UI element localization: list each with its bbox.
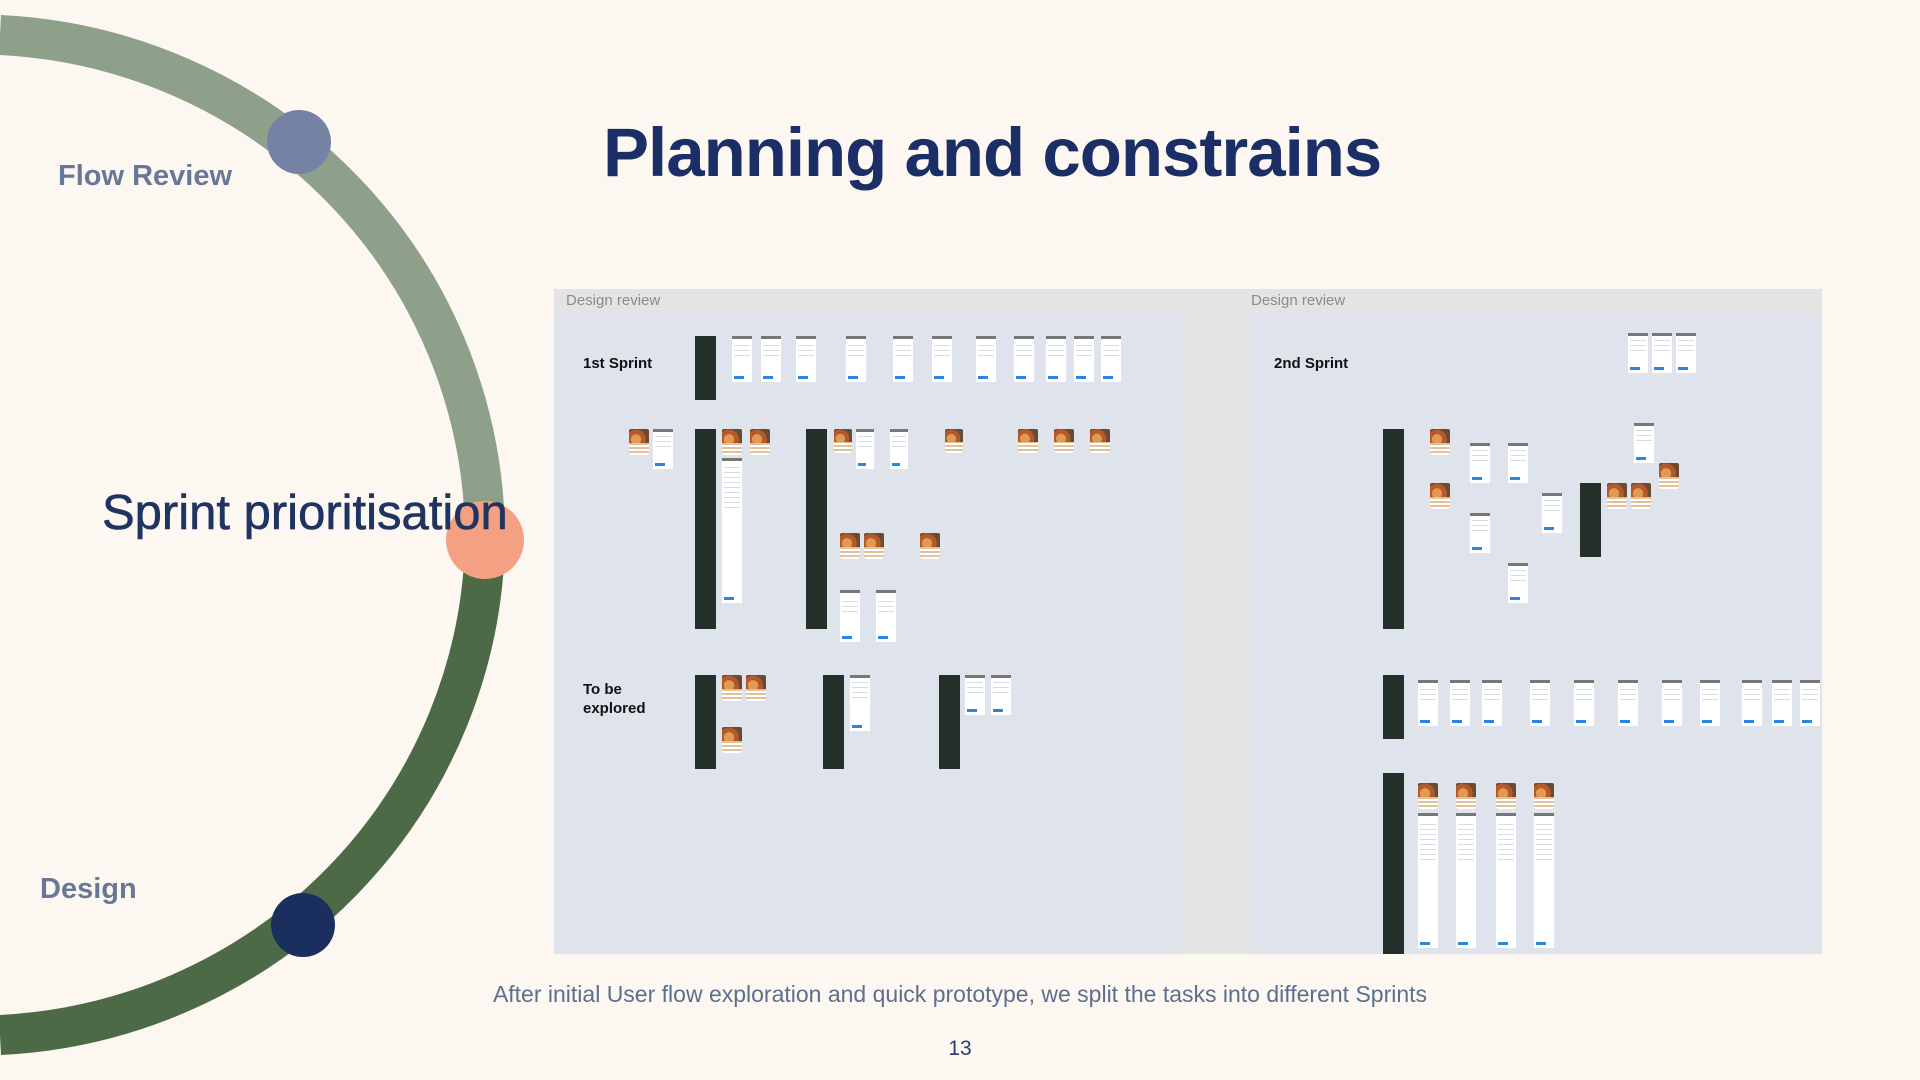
flow-column-block bbox=[695, 429, 716, 629]
flow-screen-frame bbox=[1470, 513, 1490, 553]
flow-screen-frame bbox=[1618, 680, 1638, 726]
page-number: 13 bbox=[948, 1037, 972, 1060]
timeline-arc-lower bbox=[0, 539, 505, 1055]
flow-column-block bbox=[1580, 483, 1601, 557]
flow-screen-frame bbox=[1634, 423, 1654, 463]
flow-screen-frame bbox=[1772, 680, 1792, 726]
long-screen-frame bbox=[722, 458, 742, 603]
food-screen-thumbnail bbox=[834, 429, 852, 453]
food-screen-thumbnail bbox=[840, 533, 860, 559]
flow-screen-frame bbox=[850, 675, 870, 731]
timeline-label-current: Sprint prioritisation bbox=[102, 484, 508, 543]
food-screen-thumbnail bbox=[920, 533, 940, 559]
food-screen-thumbnail bbox=[722, 675, 742, 701]
timeline-arc-upper bbox=[0, 15, 506, 541]
food-screen-thumbnail bbox=[864, 533, 884, 559]
flow-screen-frame bbox=[1742, 680, 1762, 726]
flow-screen-frame bbox=[1676, 333, 1696, 373]
food-screen-thumbnail bbox=[1631, 483, 1651, 509]
food-screen-thumbnail bbox=[1418, 783, 1438, 809]
long-screen-frame bbox=[1456, 813, 1476, 948]
flow-screen-frame bbox=[1470, 443, 1490, 483]
flow-header-block bbox=[695, 336, 716, 400]
flow-column-block bbox=[1383, 773, 1404, 954]
food-screen-thumbnail bbox=[1534, 783, 1554, 809]
flow-column-block bbox=[1383, 429, 1404, 629]
flow-screen-frame bbox=[1530, 680, 1550, 726]
timeline-label-design: Design bbox=[40, 873, 137, 905]
flow-screen-frame bbox=[1574, 680, 1594, 726]
flow-column-block bbox=[806, 429, 827, 629]
flow-screen-frame bbox=[856, 429, 874, 469]
explore-column-block bbox=[823, 675, 844, 769]
panel-caption-1: Design review bbox=[566, 292, 661, 309]
timeline-ring bbox=[0, 15, 524, 1055]
long-screen-frame bbox=[1496, 813, 1516, 948]
flow-header-block bbox=[1383, 675, 1404, 739]
flow-screen-frame bbox=[1508, 443, 1528, 483]
food-screen-thumbnail bbox=[629, 429, 649, 455]
flow-screen-frame bbox=[965, 675, 985, 715]
food-screen-thumbnail bbox=[1496, 783, 1516, 809]
flow-screen-frame bbox=[1450, 680, 1470, 726]
flow-screen-frame bbox=[1418, 680, 1438, 726]
timeline-label-flow-review: Flow Review bbox=[58, 160, 233, 192]
flow-screen-frame bbox=[1800, 680, 1820, 726]
food-screen-thumbnail bbox=[750, 429, 770, 455]
design-review-panel-2: 2nd Sprint bbox=[1252, 313, 1822, 954]
sprint-label-2: 2nd Sprint bbox=[1274, 355, 1349, 372]
to-be-explored-label: To be explored bbox=[583, 681, 646, 717]
panel-caption-2: Design review bbox=[1251, 292, 1346, 309]
food-screen-thumbnail bbox=[1659, 463, 1679, 489]
flow-screen-frame bbox=[1662, 680, 1682, 726]
food-screen-thumbnail bbox=[945, 429, 963, 453]
flow-screen-frame bbox=[761, 336, 781, 382]
flow-screen-frame bbox=[1628, 333, 1648, 373]
food-screen-thumbnail bbox=[1456, 783, 1476, 809]
flow-screen-frame bbox=[1014, 336, 1034, 382]
slide-caption: After initial User flow exploration and … bbox=[492, 981, 1428, 1007]
flow-screen-frame bbox=[976, 336, 996, 382]
flow-screen-frame bbox=[1101, 336, 1121, 382]
flow-screen-frame bbox=[1046, 336, 1066, 382]
flow-screen-frame bbox=[846, 336, 866, 382]
food-screen-thumbnail bbox=[746, 675, 766, 701]
flow-screen-frame bbox=[653, 429, 673, 469]
flow-screen-frame bbox=[796, 336, 816, 382]
food-screen-thumbnail bbox=[1430, 429, 1450, 455]
food-screen-thumbnail bbox=[1054, 429, 1074, 453]
flow-screen-frame bbox=[1508, 563, 1528, 603]
food-screen-thumbnail bbox=[722, 727, 742, 753]
flow-screen-frame bbox=[732, 336, 752, 382]
flow-screen-frame bbox=[991, 675, 1011, 715]
explore-column-block bbox=[695, 675, 716, 769]
explore-column-block bbox=[939, 675, 960, 769]
flow-screen-frame bbox=[932, 336, 952, 382]
flow-review-dot[interactable] bbox=[267, 110, 331, 174]
flow-screen-frame bbox=[1074, 336, 1094, 382]
long-screen-frame bbox=[1418, 813, 1438, 948]
design-dot[interactable] bbox=[271, 893, 335, 957]
food-screen-thumbnail bbox=[1430, 483, 1450, 509]
long-screen-frame bbox=[1534, 813, 1554, 948]
flow-screen-frame bbox=[840, 590, 860, 642]
flow-screen-frame bbox=[1700, 680, 1720, 726]
flow-screen-frame bbox=[890, 429, 908, 469]
sprint-prioritisation-dot[interactable] bbox=[446, 501, 524, 579]
timeline-label-sprint-prioritisation: Sprint prioritisation bbox=[102, 486, 508, 541]
flow-screen-frame bbox=[1542, 493, 1562, 533]
flow-screen-frame bbox=[893, 336, 913, 382]
page-title: Planning and constrains bbox=[603, 114, 1382, 191]
design-review-panel-1: 1st Sprint To be explored bbox=[554, 313, 1181, 954]
flow-screen-frame bbox=[1482, 680, 1502, 726]
food-screen-thumbnail bbox=[1090, 429, 1110, 453]
food-screen-thumbnail bbox=[1607, 483, 1627, 509]
food-screen-thumbnail bbox=[1018, 429, 1038, 453]
design-board-screenshot: Design review Design review 1st Sprint T… bbox=[554, 289, 1822, 954]
food-screen-thumbnail bbox=[722, 429, 742, 455]
flow-screen-frame bbox=[1652, 333, 1672, 373]
sprint-label-1: 1st Sprint bbox=[583, 355, 653, 372]
flow-screen-frame bbox=[876, 590, 896, 642]
